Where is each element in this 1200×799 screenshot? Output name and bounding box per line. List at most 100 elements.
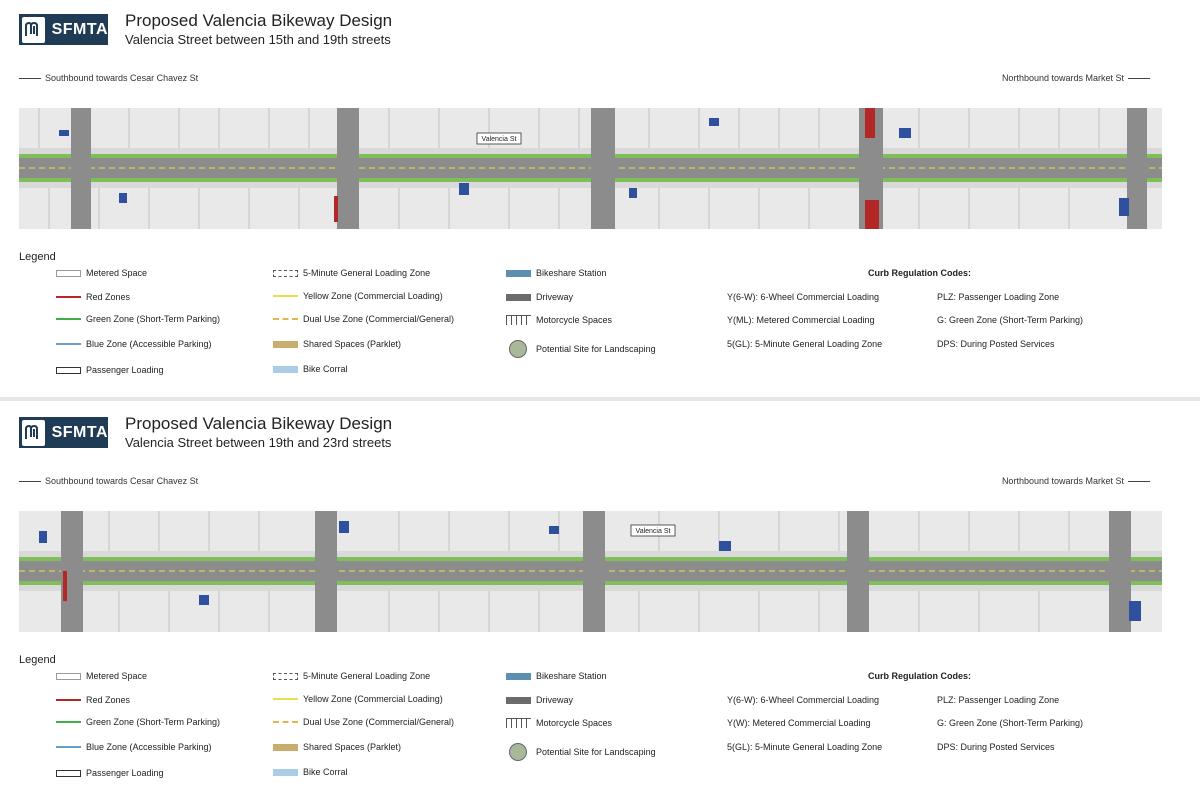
- northbound-direction: Northbound towards Market St: [1002, 73, 1150, 83]
- legend-item: Blue Zone (Accessible Parking): [56, 339, 212, 349]
- legend-label: Bike Corral: [303, 767, 348, 777]
- arrow-left-icon: [19, 480, 41, 482]
- legend-swatch: [273, 318, 298, 320]
- legend-swatch: [273, 768, 298, 776]
- street-map: Valencia St: [19, 108, 1162, 229]
- southbound-direction: Southbound towards Cesar Chavez St: [19, 73, 198, 83]
- legend-item: 5-Minute General Loading Zone: [273, 268, 430, 278]
- legend-item: Motorcycle Spaces: [506, 315, 612, 325]
- legend-label: Blue Zone (Accessible Parking): [86, 742, 212, 752]
- legend-label: Driveway: [536, 292, 574, 302]
- legend-label: Driveway: [536, 695, 574, 705]
- curb-codes-title: Curb Regulation Codes:: [868, 671, 971, 681]
- curb-code: PLZ: Passenger Loading Zone: [937, 292, 1060, 302]
- legend-swatch: [506, 672, 531, 680]
- curb-code: 5(GL): 5-Minute General Loading Zone: [727, 742, 883, 752]
- legend-item: Dual Use Zone (Commercial/General): [273, 717, 454, 727]
- legend-label: 5-Minute General Loading Zone: [303, 268, 431, 278]
- curb-code: DPS: During Posted Services: [937, 339, 1055, 349]
- legend-swatch: [273, 721, 298, 723]
- legend-swatch: [273, 365, 298, 373]
- legend-swatch: [56, 343, 81, 345]
- southbound-label: Southbound towards Cesar Chavez St: [45, 476, 199, 486]
- page-subtitle: Valencia Street between 15th and 19th st…: [125, 32, 391, 47]
- legend-swatch: [273, 295, 298, 297]
- legend-item: Yellow Zone (Commercial Loading): [273, 291, 443, 301]
- legend-label: Shared Spaces (Parklet): [303, 742, 402, 752]
- legend-item: Potential Site for Landscaping: [506, 340, 656, 358]
- sfmta-logo-mark-icon: [22, 419, 45, 446]
- legend-swatch: [56, 746, 81, 748]
- legend-item: 5-Minute General Loading Zone: [273, 671, 430, 681]
- northbound-label: Northbound towards Market St: [1001, 73, 1124, 83]
- legend-label: Yellow Zone (Commercial Loading): [303, 291, 443, 301]
- legend-swatch: [273, 269, 298, 277]
- legend-swatch: [56, 296, 81, 298]
- legend-swatch: [506, 696, 531, 704]
- legend-swatch: [56, 366, 81, 374]
- legend-title: Legend: [19, 251, 56, 263]
- legend-item: Driveway: [506, 292, 573, 302]
- legend-label: Dual Use Zone (Commercial/General): [303, 314, 455, 324]
- legend-swatch: [506, 293, 531, 301]
- legend-item: Dual Use Zone (Commercial/General): [273, 314, 454, 324]
- sfmta-logo: SFMTA: [19, 417, 108, 448]
- arrow-right-icon: [1128, 480, 1150, 482]
- legend-item: Red Zones: [56, 292, 130, 302]
- legend-swatch: [506, 718, 531, 728]
- curb-code: Y(6-W): 6-Wheel Commercial Loading: [727, 695, 880, 705]
- legend-label: Motorcycle Spaces: [536, 315, 613, 325]
- curb-code: G: Green Zone (Short-Term Parking): [937, 718, 1084, 728]
- panel-19th-23rd: SFMTA Proposed Valencia Bikeway Design V…: [0, 403, 1200, 799]
- legend-item: Blue Zone (Accessible Parking): [56, 742, 212, 752]
- legend-item: Bikeshare Station: [506, 268, 607, 278]
- legend-label: Bikeshare Station: [536, 671, 607, 681]
- legend-item: Green Zone (Short-Term Parking): [56, 314, 220, 324]
- curb-codes-title: Curb Regulation Codes:: [868, 268, 971, 278]
- legend-label: Red Zones: [86, 695, 131, 705]
- legend-swatch: [56, 721, 81, 723]
- legend-swatch: [56, 269, 81, 277]
- legend-item: Driveway: [506, 695, 573, 705]
- legend-label: Passenger Loading: [86, 768, 164, 778]
- legend-swatch: [506, 269, 531, 277]
- legend-label: Motorcycle Spaces: [536, 718, 613, 728]
- legend-label: Shared Spaces (Parklet): [303, 339, 402, 349]
- legend-label: Potential Site for Landscaping: [536, 344, 656, 354]
- northbound-direction: Northbound towards Market St: [1002, 476, 1150, 486]
- legend-label: Green Zone (Short-Term Parking): [86, 717, 221, 727]
- sfmta-logo-text: SFMTA: [51, 423, 108, 441]
- legend-item: Passenger Loading: [56, 365, 164, 375]
- legend-swatch: [56, 318, 81, 320]
- legend-label: Red Zones: [86, 292, 131, 302]
- legend-swatch: [273, 698, 298, 700]
- legend-label: Blue Zone (Accessible Parking): [86, 339, 212, 349]
- legend-label: Potential Site for Landscaping: [536, 747, 656, 757]
- legend-item: Shared Spaces (Parklet): [273, 339, 401, 349]
- legend-swatch: [56, 769, 81, 777]
- curb-code: 5(GL): 5-Minute General Loading Zone: [727, 339, 883, 349]
- page-title: Proposed Valencia Bikeway Design: [125, 11, 393, 30]
- legend-item: Potential Site for Landscaping: [506, 743, 656, 761]
- legend-item: Metered Space: [56, 671, 147, 681]
- street-label: Valencia St: [482, 136, 517, 143]
- panel-divider: [0, 397, 1200, 401]
- legend-item: Bikeshare Station: [506, 671, 607, 681]
- southbound-label: Southbound towards Cesar Chavez St: [45, 73, 199, 83]
- curb-code: PLZ: Passenger Loading Zone: [937, 695, 1060, 705]
- legend-item: Bike Corral: [273, 767, 348, 777]
- street-label: Valencia St: [636, 528, 671, 535]
- legend-swatch: [509, 743, 527, 761]
- legend-title: Legend: [19, 654, 56, 666]
- southbound-direction: Southbound towards Cesar Chavez St: [19, 476, 198, 486]
- legend-swatch: [273, 743, 298, 751]
- legend-item: Bike Corral: [273, 364, 348, 374]
- sfmta-logo: SFMTA: [19, 14, 108, 45]
- legend-item: Motorcycle Spaces: [506, 718, 612, 728]
- legend-swatch: [56, 672, 81, 680]
- page-subtitle: Valencia Street between 19th and 23rd st…: [125, 435, 392, 450]
- legend-item: Red Zones: [56, 695, 130, 705]
- curb-code: G: Green Zone (Short-Term Parking): [937, 315, 1084, 325]
- legend-swatch: [506, 315, 531, 325]
- legend-swatch: [273, 340, 298, 348]
